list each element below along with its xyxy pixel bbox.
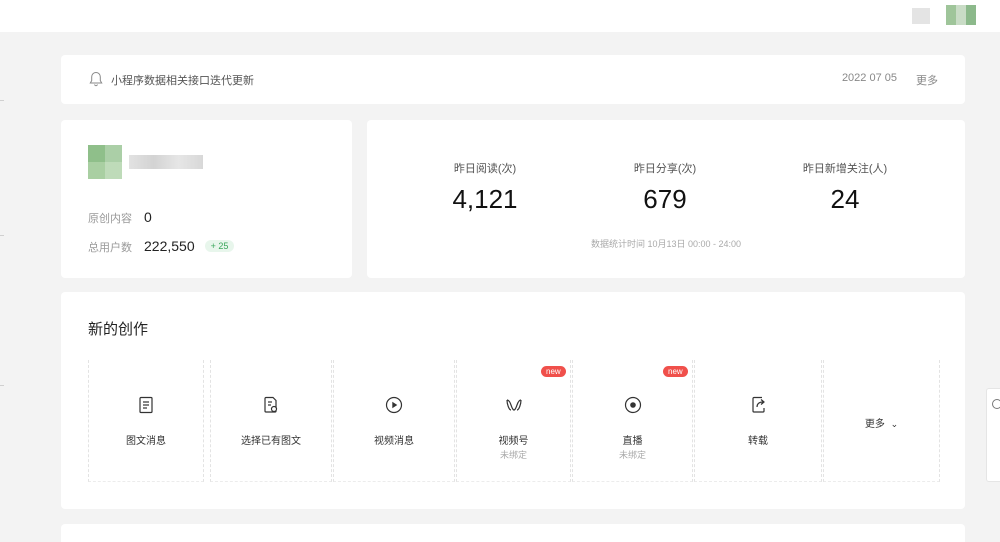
top-bar: [0, 0, 1000, 32]
metric-shares-value: 679: [643, 184, 687, 214]
notice-date: 2022 07 05: [841, 72, 897, 84]
document-icon: [139, 396, 153, 414]
account-avatar: [88, 145, 122, 179]
metric-reads-label: 昨日阅读(次): [453, 163, 517, 175]
new-badge: new: [541, 366, 566, 377]
tile-select-existing[interactable]: 选择已有图文: [210, 360, 332, 482]
user-growth-badge: + 25: [204, 240, 235, 252]
tile-live-status: 未绑定: [618, 450, 646, 460]
account-name-redacted: [129, 155, 203, 169]
create-tiles: 图文消息 选择已有图文 视频消息 new 视频号: [88, 360, 940, 482]
play-circle-icon: [385, 396, 403, 414]
user-avatar[interactable]: [946, 5, 976, 25]
account-card: 原创内容 0 总用户数 222,550 + 25: [61, 120, 352, 278]
live-icon: [624, 396, 642, 414]
tile-live-label: 直播: [622, 436, 643, 447]
channels-icon: [506, 399, 522, 411]
metric-reads: 昨日阅读(次) 4,121: [405, 160, 565, 215]
total-users-value: 222,550: [144, 238, 195, 254]
create-title: 新的创作: [88, 321, 149, 338]
tile-video-label: 视频消息: [374, 436, 414, 447]
original-content-value: 0: [144, 209, 152, 225]
tile-repost-label: 转载: [748, 436, 768, 447]
tile-more[interactable]: 更多 ⌄: [823, 360, 940, 482]
floating-help-panel[interactable]: [986, 388, 1000, 482]
tile-channels-label: 视频号: [498, 436, 529, 447]
more-label: 更多: [864, 419, 885, 430]
help-icon: [992, 399, 1000, 409]
original-content-label: 原创内容: [88, 213, 132, 225]
metric-new-followers-value: 24: [830, 184, 860, 214]
sidebar-edge-mark: [0, 385, 4, 386]
create-card: 新的创作 图文消息 选择已有图文 视频: [61, 292, 965, 509]
tile-channels-status: 未绑定: [499, 450, 527, 460]
tile-article[interactable]: 图文消息: [88, 360, 204, 482]
tile-live[interactable]: new 直播 未绑定: [572, 360, 693, 482]
total-users-row: 总用户数 222,550 + 25: [88, 238, 235, 255]
message-icon[interactable]: [912, 8, 930, 24]
bell-icon: [89, 71, 103, 87]
total-users-label: 总用户数: [88, 242, 132, 254]
more-dropdown[interactable]: 更多 ⌄: [824, 415, 939, 430]
metric-new-followers-label: 昨日新增关注(人): [802, 163, 888, 175]
notice-bar: 小程序数据相关接口迭代更新 2022 07 05 更多: [61, 55, 965, 104]
new-badge: new: [663, 366, 688, 377]
tile-video[interactable]: 视频消息: [333, 360, 455, 482]
notice-more-link[interactable]: 更多: [916, 75, 938, 87]
original-content-row: 原创内容 0: [88, 209, 152, 226]
stats-time-note: 数据统计时间 10月13日 00:00 - 24:00: [590, 239, 742, 249]
document-select-icon: [264, 396, 278, 413]
next-section-card: [61, 524, 965, 542]
sidebar-edge-mark: [0, 235, 4, 236]
tile-select-existing-label: 选择已有图文: [241, 436, 301, 447]
tile-article-label: 图文消息: [126, 436, 166, 447]
notice-text[interactable]: 小程序数据相关接口迭代更新: [111, 75, 254, 87]
sidebar-edge-mark: [0, 100, 4, 101]
metric-shares-label: 昨日分享(次): [633, 163, 697, 175]
tile-repost[interactable]: 转载: [694, 360, 822, 482]
metric-reads-value: 4,121: [452, 184, 518, 214]
tile-channels[interactable]: new 视频号 未绑定: [456, 360, 571, 482]
metric-shares: 昨日分享(次) 679: [585, 160, 745, 215]
metric-new-followers: 昨日新增关注(人) 24: [765, 160, 925, 215]
chevron-down-icon: ⌄: [890, 419, 899, 429]
share-out-icon: [752, 396, 765, 413]
yesterday-stats-card: 昨日阅读(次) 4,121 昨日分享(次) 679 昨日新增关注(人) 24 数…: [367, 120, 965, 278]
